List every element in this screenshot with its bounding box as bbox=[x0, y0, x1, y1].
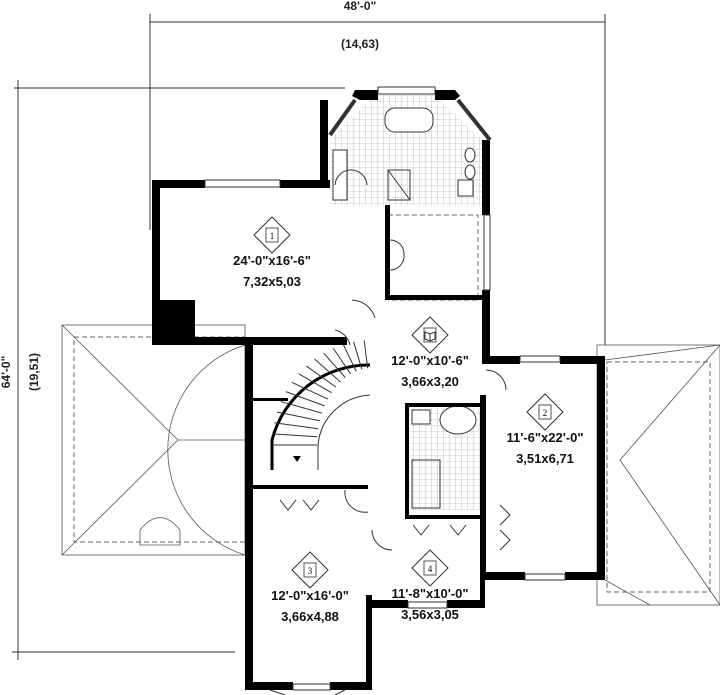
room-size-imperial: 12'-0"x16'-0" bbox=[271, 588, 349, 603]
windows bbox=[204, 86, 566, 695]
left-roof bbox=[61, 324, 246, 556]
stair-tread bbox=[298, 373, 332, 394]
width-metric-label: (14,63) bbox=[341, 37, 379, 51]
stair-tread bbox=[314, 358, 341, 383]
bathtub bbox=[384, 107, 434, 133]
room-size-imperial: 12'-0"x10'-6" bbox=[391, 353, 469, 368]
room-size-metric: 7,32x5,03 bbox=[243, 274, 301, 289]
room-label: 4 11'-8"x10'-0" 3,56x3,05 bbox=[391, 549, 469, 622]
width-imperial-label: 48'-0" bbox=[344, 0, 377, 13]
stair-tread bbox=[323, 352, 346, 378]
stair-tread bbox=[274, 422, 319, 430]
doors bbox=[279, 169, 511, 551]
room-icon-frame bbox=[423, 560, 437, 576]
room-size-imperial: 11'-6"x22'-0" bbox=[506, 430, 583, 445]
walk-in-closet bbox=[387, 214, 479, 301]
room-icon-frame bbox=[538, 404, 552, 420]
stair-tread bbox=[305, 365, 337, 388]
room-label: 12'-0"x10'-6" 3,66x3,20 bbox=[391, 316, 469, 389]
room-size-metric: 3,56x3,05 bbox=[401, 607, 459, 622]
book-glyph bbox=[424, 331, 436, 342]
stair-tread bbox=[291, 381, 329, 400]
depth-metric-label: (19,51) bbox=[27, 353, 41, 391]
room-number: 2 bbox=[543, 408, 548, 418]
room-label: 2 11'-6"x22'-0" 3,51x6,71 bbox=[506, 393, 584, 466]
fixtures bbox=[332, 107, 479, 509]
bathtub-2 bbox=[439, 405, 477, 435]
stair-tread bbox=[353, 341, 363, 370]
room-size-metric: 3,51x6,71 bbox=[516, 451, 574, 466]
toilet bbox=[457, 179, 474, 197]
stair-tread bbox=[363, 340, 369, 369]
stair-tread bbox=[272, 433, 318, 438]
shower bbox=[387, 169, 411, 201]
walls bbox=[152, 90, 605, 690]
room-size-imperial: 11'-8"x10'-0" bbox=[391, 586, 468, 601]
sink bbox=[464, 164, 476, 180]
master-bath-floor bbox=[330, 95, 482, 205]
stair-tread bbox=[332, 347, 352, 375]
room-icon-frame bbox=[265, 227, 279, 243]
dimension-lines bbox=[12, 14, 606, 660]
stair-tread bbox=[285, 391, 325, 407]
room-icon-frame bbox=[303, 562, 317, 578]
stair-tread bbox=[280, 401, 323, 414]
room-number: 4 bbox=[428, 564, 433, 574]
staircase bbox=[270, 340, 371, 470]
room-size-imperial: 24'-0"x16'-6" bbox=[233, 253, 311, 268]
room-number: 1 bbox=[270, 231, 275, 241]
right-roof bbox=[596, 344, 720, 606]
room-number: 3 bbox=[308, 566, 313, 576]
room-label: 3 12'-0"x16'-0" 3,66x4,88 bbox=[271, 551, 349, 624]
room-size-metric: 3,66x3,20 bbox=[401, 374, 459, 389]
room-size-metric: 3,66x4,88 bbox=[281, 609, 339, 624]
depth-imperial-label: 64'-0" bbox=[0, 356, 13, 389]
room-label: 1 24'-0"x16'-6" 7,32x5,03 bbox=[233, 216, 311, 289]
stair-tread bbox=[342, 344, 357, 372]
stair-tread bbox=[276, 411, 320, 422]
